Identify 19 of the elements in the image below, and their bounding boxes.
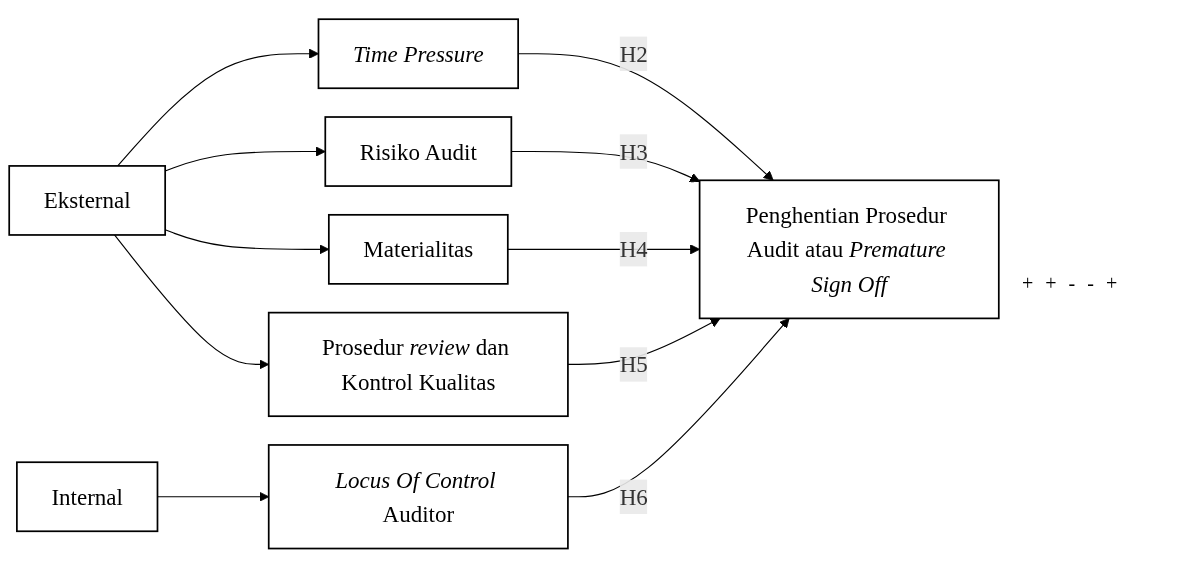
node-box: Eksternal [8, 164, 167, 236]
edge-label: H6 [619, 483, 648, 510]
edge-label: H2 [619, 40, 648, 67]
node-box: Time Pressure [317, 17, 519, 89]
edge-label: H4 [619, 236, 648, 262]
node-box: Materialitas [327, 213, 509, 285]
node-box: Internal [16, 461, 159, 532]
sign-label: - [1087, 272, 1094, 295]
node-box: Locus Of Control Auditor [267, 443, 569, 549]
sign-label: + [1105, 272, 1118, 295]
sign-label: + [1022, 272, 1034, 295]
edge-label: H3 [619, 138, 648, 164]
sign-label: + [1045, 272, 1057, 295]
edge-label: H5 [619, 351, 648, 377]
node-box: Penghentian Prosedur Audit atau Premature Sign Off [698, 179, 1000, 319]
node-box: Risiko Audit [324, 115, 513, 187]
sign-label: - [1068, 272, 1076, 295]
arrow [117, 48, 319, 167]
node-box: Prosedur review dan Kontrol Kualitas [267, 311, 569, 417]
